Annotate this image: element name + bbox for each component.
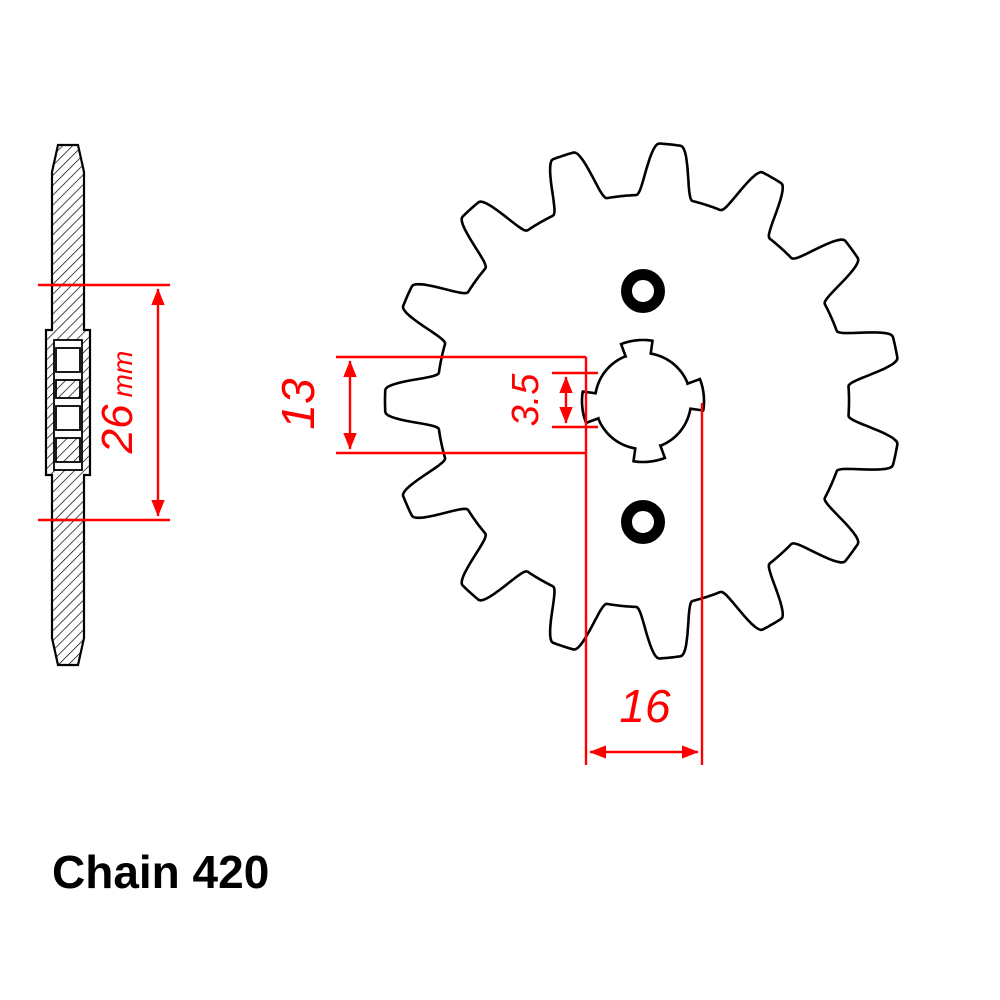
- side-view-hub-block: [55, 347, 81, 373]
- dimension-value: 26: [93, 404, 142, 454]
- dimension-13: 13: [272, 355, 586, 455]
- dimension-label-26mm: 26 mm: [93, 351, 142, 455]
- spline-bore: [580, 338, 706, 464]
- dimension-16: 16: [584, 357, 704, 765]
- side-view-hub-block: [55, 379, 81, 399]
- dimension-26mm: 26 mm: [38, 283, 170, 522]
- side-view-hub-block: [55, 405, 81, 431]
- bolt-hole-bottom: [621, 500, 665, 544]
- dimension-3-5: 3.5: [505, 371, 598, 429]
- sprocket-side-view: [44, 143, 92, 667]
- sprocket-front-view: [383, 142, 899, 660]
- dimension-unit: mm: [107, 351, 138, 398]
- bolt-hole-top: [621, 269, 665, 313]
- side-view-hub-block: [55, 437, 81, 463]
- dimension-label-16: 16: [619, 680, 671, 732]
- chain-label: Chain 420: [52, 846, 269, 898]
- dimension-label-13: 13: [272, 378, 324, 430]
- dimension-label-3-5: 3.5: [505, 373, 547, 427]
